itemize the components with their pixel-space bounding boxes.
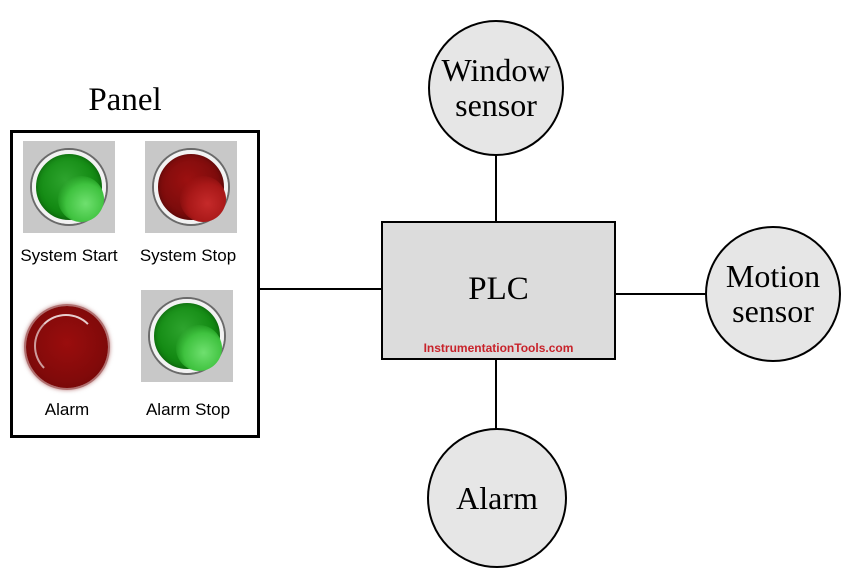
system-start-button[interactable] xyxy=(23,141,115,233)
system-stop-button[interactable] xyxy=(145,141,237,233)
plc-window-sensor-connector xyxy=(495,155,497,222)
alarm-node-label: Alarm xyxy=(456,479,538,516)
panel-plc-connector xyxy=(257,288,383,290)
green-lamp-icon xyxy=(150,299,224,373)
alarm-node: Alarm xyxy=(427,428,567,568)
window-sensor-label-line1: Window xyxy=(441,52,551,88)
plc-block: PLC InstrumentationTools.com xyxy=(381,221,616,360)
motion-sensor-node: Motion sensor xyxy=(705,226,841,362)
window-sensor-node: Window sensor xyxy=(428,20,564,156)
plc-motion-sensor-connector xyxy=(615,293,707,295)
alarm-stop-label: Alarm Stop xyxy=(145,400,231,419)
control-panel: System Start System Stop Alarm Alarm Sto… xyxy=(10,130,260,438)
alarm-indicator-label: Alarm xyxy=(44,400,90,419)
alarm-indicator-lamp xyxy=(26,306,108,388)
red-lamp-icon xyxy=(154,150,228,224)
plc-label: PLC xyxy=(468,271,529,307)
window-sensor-label-line2: sensor xyxy=(455,87,537,123)
watermark-text: InstrumentationTools.com xyxy=(423,341,574,355)
motion-sensor-label-line1: Motion xyxy=(725,258,821,294)
motion-sensor-label-line2: sensor xyxy=(732,293,814,329)
alarm-stop-button[interactable] xyxy=(141,290,233,382)
panel-title: Panel xyxy=(88,82,162,118)
system-stop-label: System Stop xyxy=(139,246,237,265)
plc-alarm-connector xyxy=(495,359,497,429)
green-lamp-icon xyxy=(32,150,106,224)
system-start-label: System Start xyxy=(20,246,118,265)
